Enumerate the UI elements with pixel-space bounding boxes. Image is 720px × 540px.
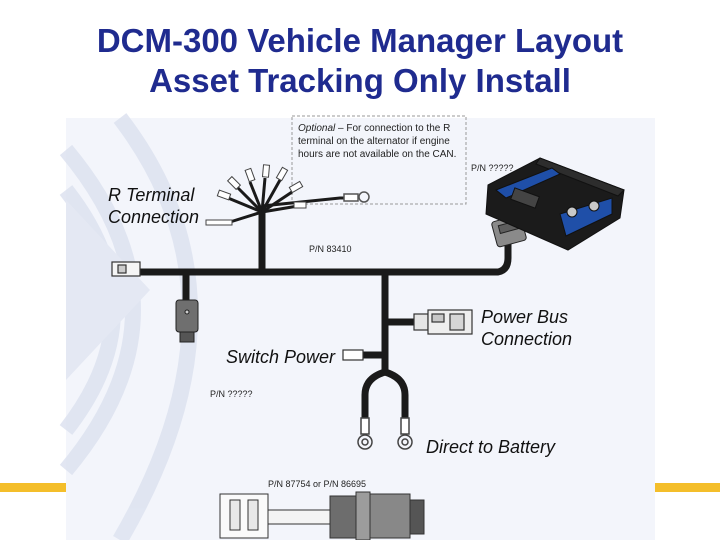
label-direct-battery: Direct to Battery — [426, 437, 556, 457]
adapter-cable — [219, 491, 425, 540]
power-bus-connector — [413, 309, 473, 335]
optional-note-box — [291, 115, 467, 205]
battery-terminals — [357, 417, 413, 450]
label-switch-power: Switch Power — [226, 347, 336, 367]
pn-fuse: P/N ????? — [210, 389, 253, 399]
dcm-device — [485, 157, 625, 251]
optional-note-heading: Optional — [298, 123, 336, 134]
r-terminal-connectors — [205, 164, 307, 226]
pn-adapter: P/N 87754 or P/N 86695 — [268, 479, 367, 489]
optional-note: Optional – For connection to the R termi… — [298, 122, 466, 161]
pn-harness: P/N 83410 — [309, 244, 352, 254]
label-power-bus: Power Bus Connection — [481, 307, 573, 349]
accent-bar-right — [655, 483, 720, 492]
page-title-line2: Asset Tracking Only Install — [149, 62, 571, 99]
switch-power-fuse — [342, 349, 364, 361]
battery-right — [381, 368, 409, 424]
trunk-wire — [136, 236, 512, 276]
watermark-fill — [66, 200, 150, 380]
harness-wires — [136, 208, 512, 424]
optional-note-text: – For connection to the R terminal on th… — [298, 123, 457, 160]
pn-dcm: P/N ????? — [471, 163, 514, 173]
page-title-line1: DCM-300 Vehicle Manager Layout — [96, 22, 624, 59]
r-terminal-fan — [227, 177, 356, 224]
left-end-connector — [111, 261, 141, 277]
ring-terminal-optional — [343, 191, 370, 203]
left-module-connector — [175, 299, 199, 343]
power-branch — [356, 268, 389, 359]
label-r-terminal: R Terminal Connection — [108, 185, 200, 227]
accent-bar-left — [0, 483, 66, 492]
